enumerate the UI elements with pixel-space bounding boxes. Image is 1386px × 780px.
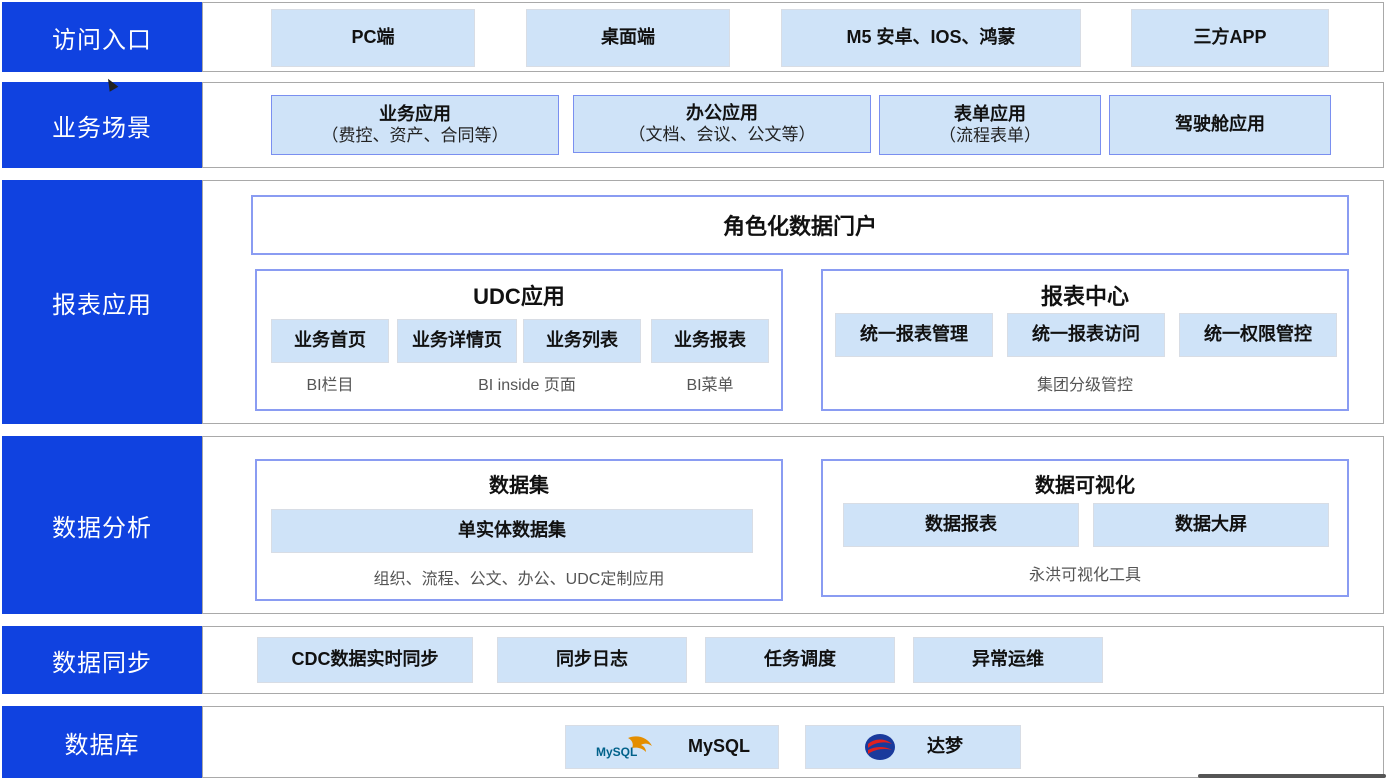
dataset-title: 数据集 bbox=[489, 475, 549, 497]
row-body-scenario: 业务应用 （费控、资产、合同等） 办公应用 （文档、会议、公文等） 表单应用 （… bbox=[202, 82, 1384, 168]
scrollbar[interactable] bbox=[1198, 774, 1386, 778]
sync-schedule: 任务调度 bbox=[705, 637, 895, 683]
udc-title: UDC应用 bbox=[473, 284, 565, 309]
row-body-access: PC端 桌面端 M5 安卓、IOS、鸿蒙 三方APP bbox=[202, 2, 1384, 72]
viz-panel: 数据可视化 数据报表 数据大屏 永洪可视化工具 bbox=[821, 459, 1349, 597]
row-db: 数据库 MySQL MySQL 达梦 bbox=[0, 706, 1386, 778]
udc-home: 业务首页 bbox=[271, 319, 389, 363]
db-mysql: MySQL MySQL bbox=[565, 725, 779, 769]
viz-big-screen: 数据大屏 bbox=[1093, 503, 1329, 547]
row-body-sync: CDC数据实时同步 同步日志 任务调度 异常运维 bbox=[202, 626, 1384, 694]
role-data-portal: 角色化数据门户 bbox=[251, 195, 1349, 255]
udc-caption-bi-inside: BI inside 页面 bbox=[478, 377, 576, 394]
udc-list: 业务列表 bbox=[523, 319, 641, 363]
db-dameng: 达梦 bbox=[805, 725, 1021, 769]
role-data-portal-title: 角色化数据门户 bbox=[722, 214, 877, 239]
sync-cdc: CDC数据实时同步 bbox=[257, 637, 473, 683]
scenario-form-title: 表单应用 bbox=[954, 104, 1026, 124]
scenario-cockpit-title: 驾驶舱应用 bbox=[1175, 114, 1265, 135]
dataset-caption: 组织、流程、公文、办公、UDC定制应用 bbox=[373, 571, 665, 588]
row-label-access: 访问入口 bbox=[2, 2, 202, 72]
center-caption: 集团分级管控 bbox=[1036, 377, 1133, 394]
row-label-report: 报表应用 bbox=[2, 180, 202, 424]
row-access: 访问入口 PC端 桌面端 M5 安卓、IOS、鸿蒙 三方APP bbox=[0, 2, 1386, 72]
udc-report: 业务报表 bbox=[651, 319, 769, 363]
viz-caption: 永洪可视化工具 bbox=[1028, 567, 1141, 584]
sync-ops: 异常运维 bbox=[913, 637, 1103, 683]
scenario-business-title: 业务应用 bbox=[379, 104, 451, 124]
udc-detail: 业务详情页 bbox=[397, 319, 517, 363]
row-label-scenario: 业务场景 bbox=[2, 82, 202, 168]
center-access: 统一报表访问 bbox=[1007, 313, 1165, 357]
center-manage: 统一报表管理 bbox=[835, 313, 993, 357]
scenario-cockpit: 驾驶舱应用 bbox=[1109, 95, 1331, 155]
access-third-party: 三方APP bbox=[1131, 9, 1329, 67]
scenario-business: 业务应用 （费控、资产、合同等） bbox=[271, 95, 559, 155]
row-body-report: 角色化数据门户 UDC应用 业务首页 业务详情页 业务列表 业务报表 BI栏目 … bbox=[202, 180, 1384, 424]
row-label-analysis: 数据分析 bbox=[2, 436, 202, 614]
row-sync: 数据同步 CDC数据实时同步 同步日志 任务调度 异常运维 bbox=[0, 626, 1386, 694]
row-label-db: 数据库 bbox=[2, 706, 202, 778]
access-mobile: M5 安卓、IOS、鸿蒙 bbox=[781, 9, 1081, 67]
dameng-logo-icon bbox=[865, 734, 895, 760]
row-analysis: 数据分析 数据集 单实体数据集 组织、流程、公文、办公、UDC定制应用 数据可视… bbox=[0, 436, 1386, 614]
row-body-analysis: 数据集 单实体数据集 组织、流程、公文、办公、UDC定制应用 数据可视化 数据报… bbox=[202, 436, 1384, 614]
scenario-office-title: 办公应用 bbox=[686, 103, 758, 123]
dataset-panel: 数据集 单实体数据集 组织、流程、公文、办公、UDC定制应用 bbox=[255, 459, 783, 601]
scenario-office-sub: （文档、会议、公文等） bbox=[628, 124, 816, 144]
udc-panel: UDC应用 业务首页 业务详情页 业务列表 业务报表 BI栏目 BI insid… bbox=[255, 269, 783, 411]
dataset-single-entity: 单实体数据集 bbox=[271, 509, 753, 553]
viz-title: 数据可视化 bbox=[1035, 475, 1135, 497]
db-dameng-label: 达梦 bbox=[927, 736, 963, 757]
sync-log: 同步日志 bbox=[497, 637, 687, 683]
row-scenario: 业务场景 业务应用 （费控、资产、合同等） 办公应用 （文档、会议、公文等） 表… bbox=[0, 82, 1386, 168]
center-permission: 统一权限管控 bbox=[1179, 313, 1337, 357]
udc-caption-bi-column: BI栏目 bbox=[306, 377, 354, 394]
scenario-office: 办公应用 （文档、会议、公文等） bbox=[573, 95, 871, 153]
row-body-db: MySQL MySQL 达梦 bbox=[202, 706, 1384, 778]
report-center-panel: 报表中心 统一报表管理 统一报表访问 统一权限管控 集团分级管控 bbox=[821, 269, 1349, 411]
row-report: 报表应用 角色化数据门户 UDC应用 业务首页 业务详情页 业务列表 业务报表 … bbox=[0, 180, 1386, 424]
scenario-business-sub: （费控、资产、合同等） bbox=[321, 125, 509, 145]
access-pc: PC端 bbox=[271, 9, 475, 67]
scenario-form: 表单应用 （流程表单） bbox=[879, 95, 1101, 155]
mysql-logo-text: MySQL bbox=[596, 745, 637, 759]
scenario-form-sub: （流程表单） bbox=[939, 125, 1041, 145]
mysql-dolphin-logo-icon: MySQL bbox=[596, 736, 652, 759]
row-label-sync: 数据同步 bbox=[2, 626, 202, 694]
viz-report: 数据报表 bbox=[843, 503, 1079, 547]
db-mysql-label: MySQL bbox=[687, 736, 750, 757]
access-desktop: 桌面端 bbox=[526, 9, 730, 67]
report-center-title: 报表中心 bbox=[1040, 284, 1129, 309]
udc-caption-bi-menu: BI菜单 bbox=[686, 377, 734, 394]
